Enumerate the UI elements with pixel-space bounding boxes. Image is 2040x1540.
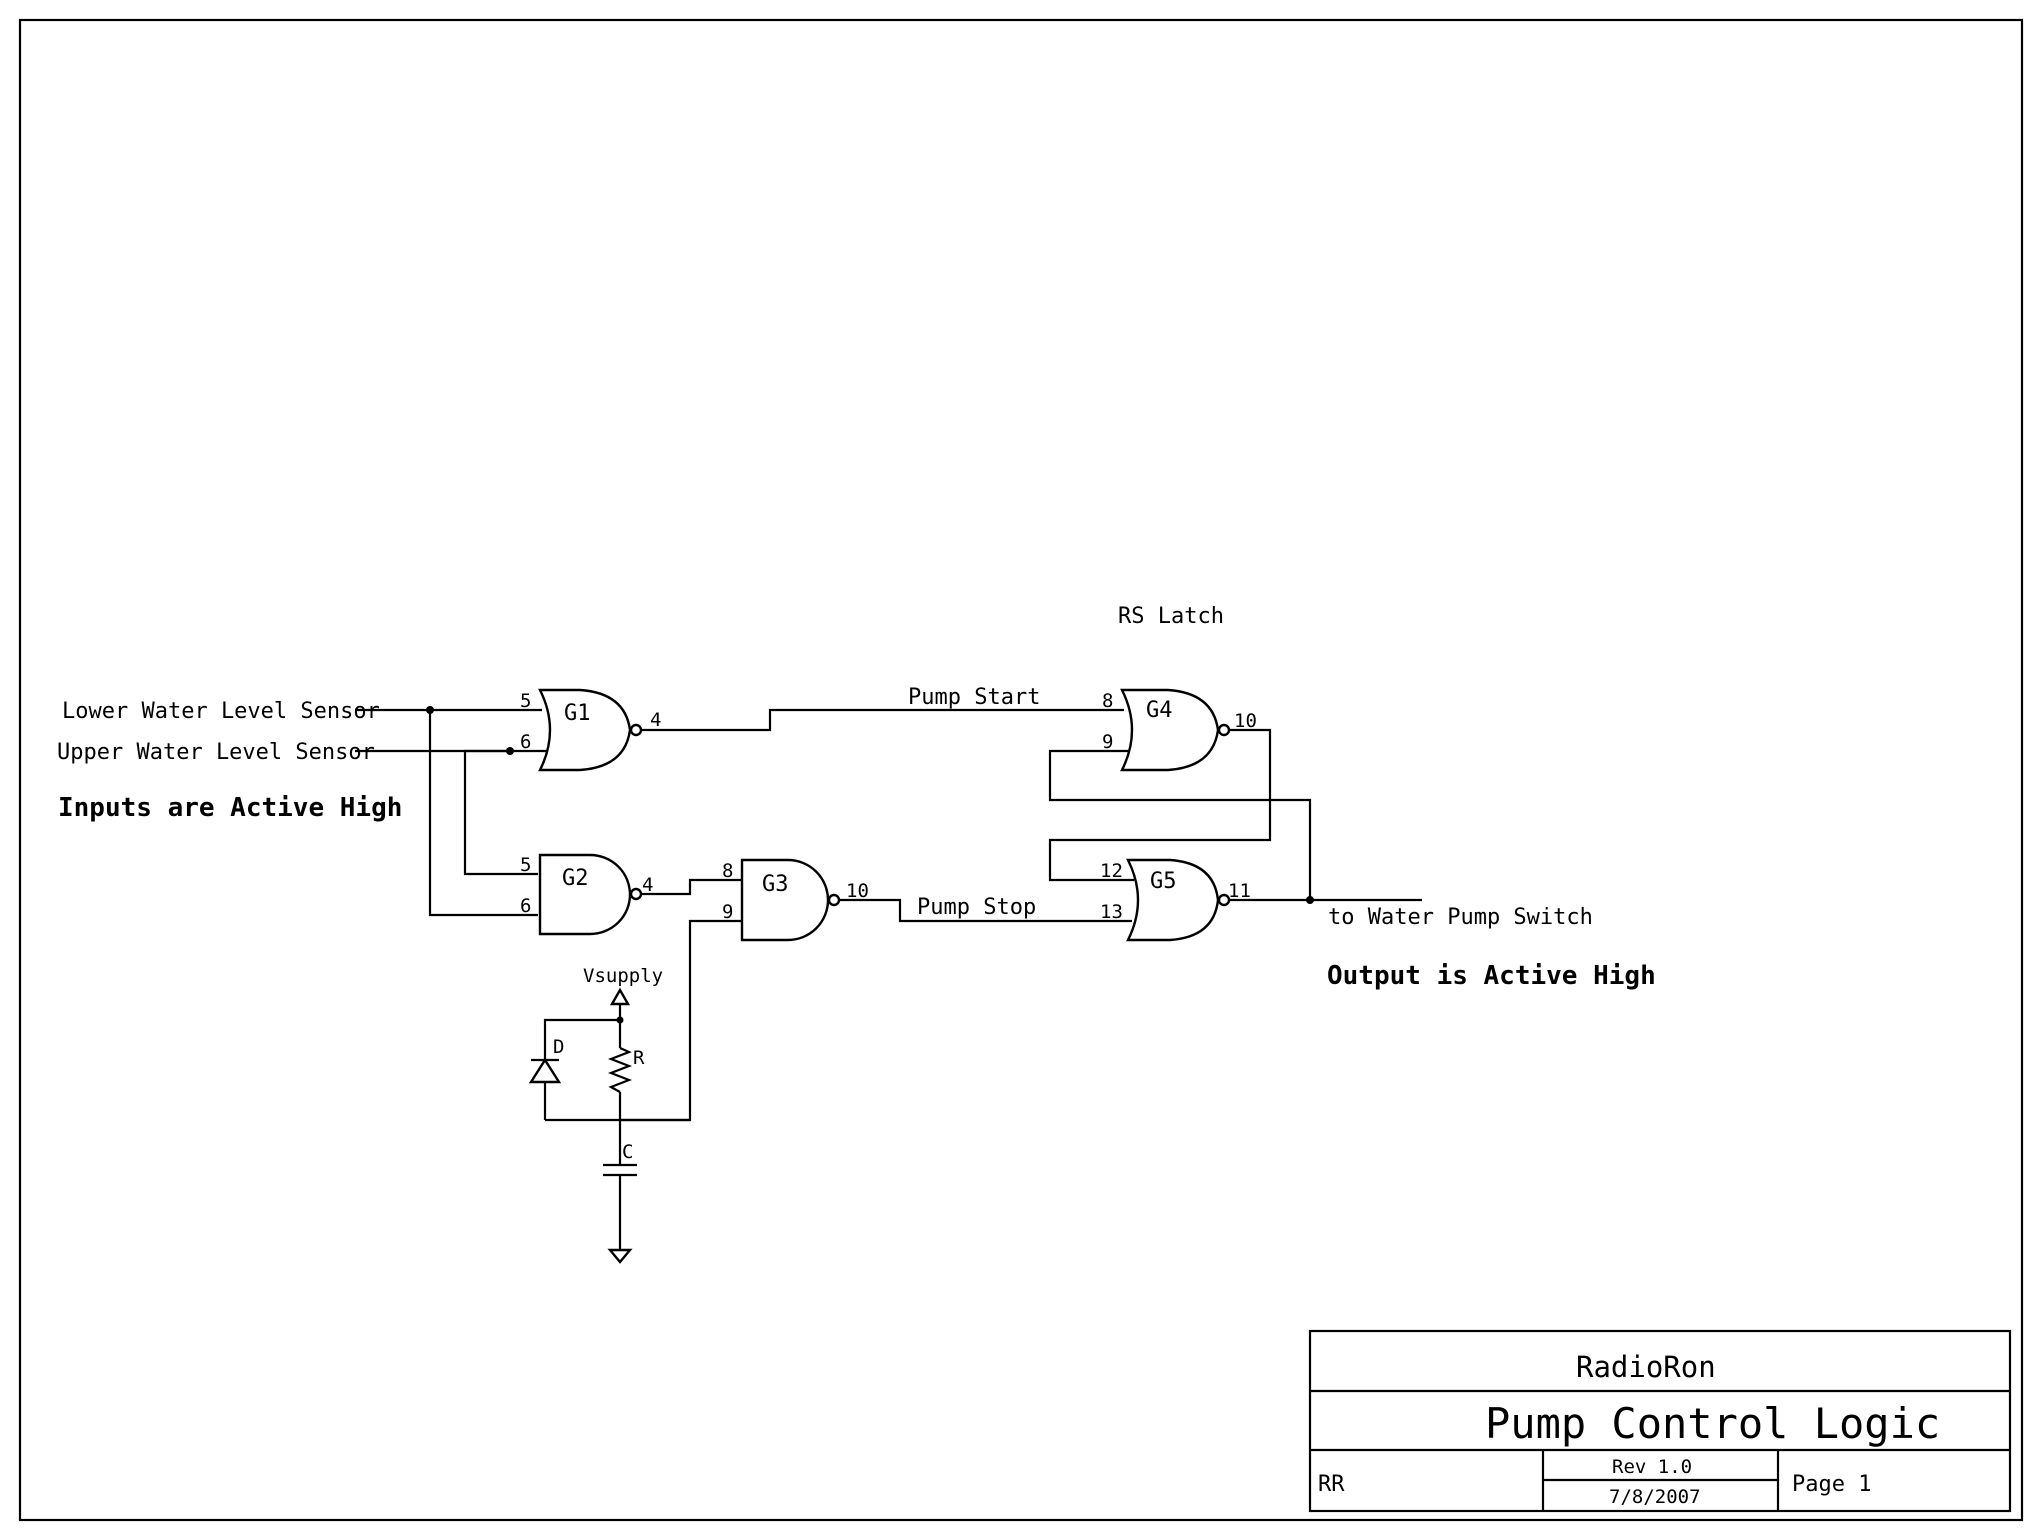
title-block-border	[1308, 1329, 2012, 1513]
capacitor-symbol: C	[603, 1141, 637, 1177]
rs-latch-label: RS Latch	[1118, 604, 1224, 629]
inversion-bubble	[827, 893, 841, 907]
gate-g5-label: G5	[1150, 869, 1177, 894]
gate-g3-pin-a: 8	[722, 860, 733, 882]
page-number: Page 1	[1792, 1472, 1871, 1497]
gate-g3: G3 8 9 10	[722, 858, 869, 942]
wires	[355, 708, 1422, 1250]
junction-dot	[506, 747, 514, 755]
gate-g4-label: G4	[1146, 698, 1173, 723]
gate-g4-pin-b: 9	[1102, 731, 1113, 753]
title-block: RadioRon Pump Control Logic RR Rev 1.0 7…	[1308, 1329, 2012, 1513]
lower-to-g2-wire	[428, 710, 538, 917]
diode-label: D	[553, 1036, 564, 1058]
gate-g1-label: G1	[564, 701, 591, 726]
revision-label: Rev 1.0	[1612, 1456, 1692, 1478]
gate-g1-pin-out: 4	[650, 709, 661, 731]
drawing-title: Pump Control Logic	[1485, 1399, 1940, 1448]
gate-g1-pin-a: 5	[520, 690, 531, 712]
junction-dots	[426, 706, 1314, 1024]
vsupply-symbol: Vsupply	[583, 965, 663, 1006]
supply-wire	[543, 1002, 622, 1060]
gate-g3-label: G3	[762, 872, 789, 897]
gate-g5-pin-out: 11	[1228, 880, 1251, 902]
junction-dot	[426, 706, 434, 714]
output-note: Output is Active High	[1327, 961, 1656, 991]
resistor-symbol: R	[607, 1046, 645, 1093]
g3-pin9-wire	[545, 919, 742, 1122]
gate-g4-pin-a: 8	[1102, 690, 1113, 712]
page-border	[18, 18, 2024, 1522]
vsupply-label: Vsupply	[583, 965, 663, 987]
g4-feedback-wire	[1048, 749, 1312, 900]
company-name: RadioRon	[1576, 1350, 1716, 1384]
diode-triangle	[528, 1057, 562, 1084]
diode-symbol: D	[528, 1036, 564, 1084]
gate-g3-pin-b: 9	[722, 901, 733, 923]
upper-sensor-label: Upper Water Level Sensor	[57, 740, 375, 765]
inversion-bubble	[629, 887, 643, 901]
gate-g4: G4 8 9 10	[1102, 688, 1257, 772]
nand-gate-symbol	[740, 858, 830, 942]
junction-dot	[1306, 896, 1314, 904]
pump-stop-wire	[840, 898, 1132, 923]
output-label: to Water Pump Switch	[1328, 905, 1593, 930]
gate-g2-pin-a: 5	[520, 854, 531, 876]
inputs-note: Inputs are Active High	[58, 793, 402, 823]
pump-start-label: Pump Start	[908, 685, 1040, 710]
g4-to-g5-wire	[1048, 728, 1272, 882]
gate-g5-pin-b: 13	[1100, 901, 1123, 923]
g2-to-g3-wire	[642, 878, 742, 896]
gate-g5-pin-a: 12	[1100, 860, 1123, 882]
gate-g2-pin-b: 6	[520, 895, 531, 917]
gate-g2-label: G2	[562, 866, 589, 891]
upper-to-g2-wire	[463, 749, 538, 876]
inversion-bubble	[1217, 893, 1231, 907]
gate-g2: G2 5 6 4	[520, 853, 653, 936]
gate-g1-pin-b: 6	[520, 731, 531, 753]
nor-gate-symbol	[1120, 688, 1220, 772]
nor-gate-symbol	[1126, 858, 1220, 942]
nand-gate-symbol	[538, 853, 632, 936]
gate-g2-pin-out: 4	[642, 874, 653, 896]
lower-sensor-label: Lower Water Level Sensor	[62, 699, 380, 724]
ground-icon	[607, 1248, 633, 1264]
resistor-zigzag	[607, 1046, 633, 1093]
gate-g3-pin-out: 10	[846, 880, 869, 902]
pump-start-wire	[642, 708, 1124, 732]
author-initials: RR	[1318, 1472, 1345, 1497]
junction-dot	[616, 1016, 624, 1024]
inversion-bubble	[629, 723, 643, 737]
gate-g1: G1 5 6 4	[520, 688, 661, 772]
inversion-bubble	[1217, 723, 1231, 737]
pump-stop-label: Pump Stop	[917, 895, 1036, 920]
resistor-label: R	[633, 1047, 645, 1069]
up-arrow-icon	[609, 987, 631, 1006]
gate-g5: G5 12 13 11	[1100, 858, 1251, 942]
gate-g4-pin-out: 10	[1234, 710, 1257, 732]
nor-gate-symbol	[538, 688, 632, 772]
date-label: 7/8/2007	[1609, 1486, 1701, 1508]
capacitor-label: C	[622, 1141, 633, 1163]
